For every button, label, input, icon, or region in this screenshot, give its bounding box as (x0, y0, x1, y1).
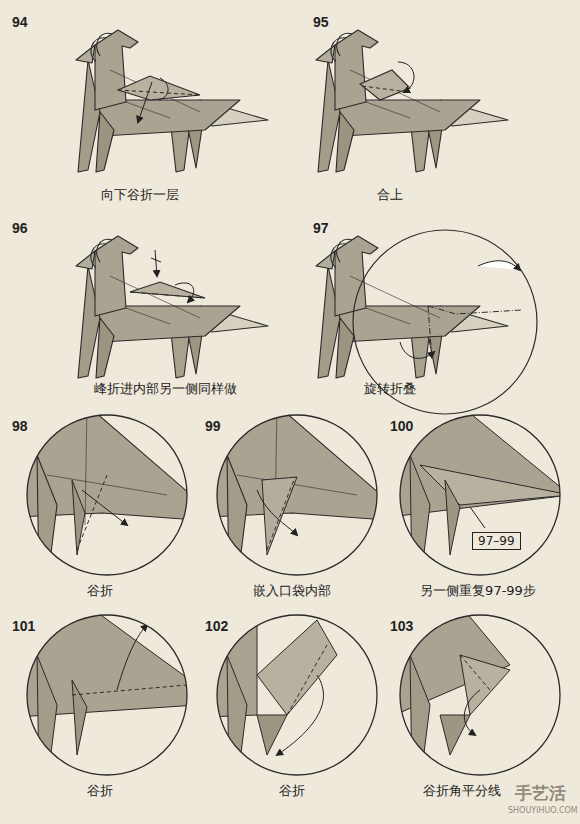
step-number: 95 (313, 14, 329, 30)
step-reference-box: 97–99 (472, 532, 521, 550)
step-number: 98 (12, 418, 28, 434)
step-number: 97 (313, 220, 329, 236)
step-caption: 合上 (377, 186, 403, 204)
step-reference: 97–99 (478, 534, 515, 548)
step-caption: 谷折 (87, 582, 113, 600)
step-number: 96 (12, 220, 28, 236)
step-caption: 谷折角平分线 (423, 782, 501, 800)
watermark: 手艺活 (515, 782, 566, 805)
step-caption: 谷折 (279, 782, 305, 800)
step-number: 103 (390, 618, 413, 634)
step-number: 102 (205, 618, 228, 634)
step-caption: 谷折 (87, 782, 113, 800)
step-caption: 向下谷折一层 (101, 186, 179, 204)
watermark: SHOUYIHUO.COM (508, 806, 578, 815)
step-number: 94 (12, 14, 28, 30)
step-number: 99 (205, 418, 221, 434)
step-caption: 峰折进内部另一侧同样做 (94, 380, 237, 398)
step-caption: 旋转折叠 (364, 380, 416, 398)
step-number: 101 (12, 618, 35, 634)
step-number: 100 (390, 418, 413, 434)
step-caption: 嵌入口袋内部 (253, 582, 331, 600)
step-caption: 另一侧重复97-99步 (420, 582, 536, 600)
